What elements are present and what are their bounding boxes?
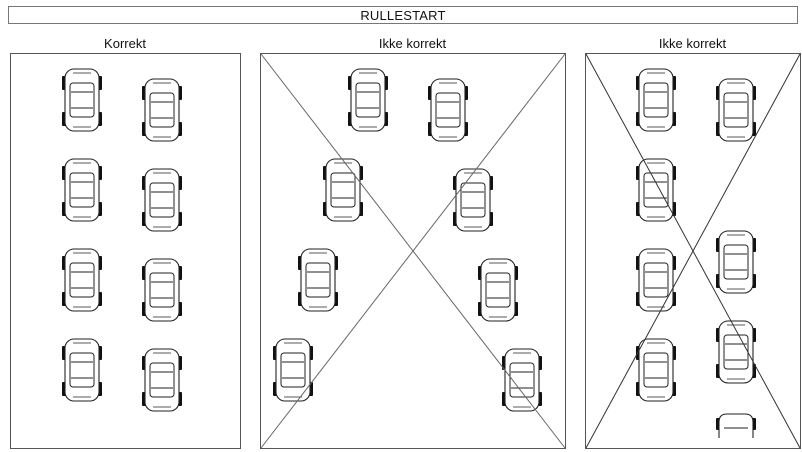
race-car-icon [61,338,103,402]
race-car-icon [635,158,677,222]
panel-frame-ikke-korrekt-2 [585,53,801,449]
race-car-icon [141,348,183,412]
panel-frame-korrekt [10,53,241,449]
cross-mark-icon [585,53,801,449]
race-car-icon [452,168,494,232]
race-car-icon [61,68,103,132]
race-car-icon [61,158,103,222]
race-car-icon [347,68,389,132]
race-car-icon [477,258,519,322]
race-car-icon [141,258,183,322]
race-car-icon [635,68,677,132]
race-car-icon [297,248,339,312]
race-car-icon [322,158,364,222]
race-car-icon [272,338,314,402]
race-car-icon [635,338,677,402]
race-car-icon [635,248,677,312]
panel-frame-ikke-korrekt-1 [260,53,566,449]
race-car-icon [501,348,543,412]
race-car-icon [141,78,183,142]
race-car-icon [141,168,183,232]
race-car-icon [427,78,469,142]
race-car-icon [715,413,757,439]
race-car-icon [715,78,757,142]
cross-mark-icon [260,53,566,449]
panel-label-ikke-korrekt-2: Ikke korrekt [658,36,727,51]
page-title: RULLESTART [8,6,798,24]
race-car-icon [715,230,757,294]
page-title-text: RULLESTART [360,7,446,23]
race-car-icon [61,248,103,312]
panel-label-korrekt: Korrekt [104,36,146,51]
panel-label-ikke-korrekt-1: Ikke korrekt [378,36,447,51]
